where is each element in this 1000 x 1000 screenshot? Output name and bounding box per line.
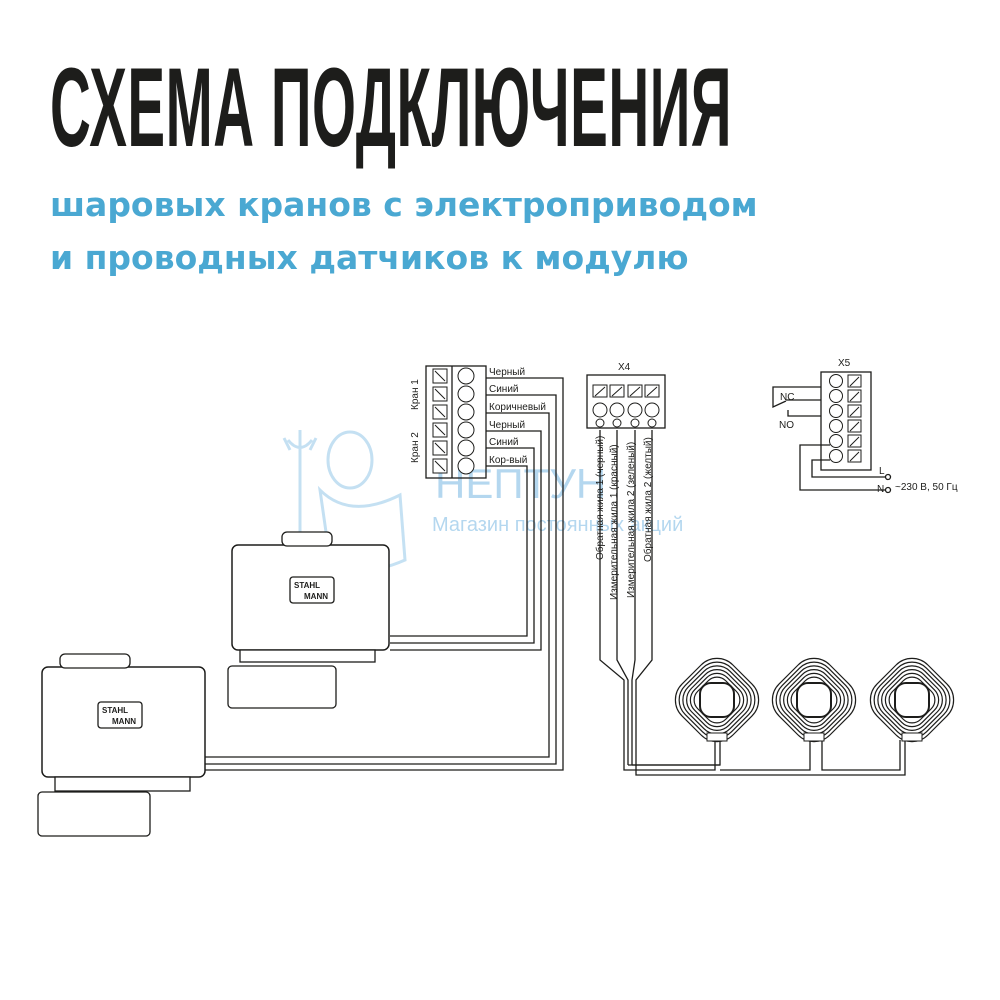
page-title: СХЕМА ПОДКЛЮЧЕНИЯ [50, 45, 733, 170]
terminal-clamp [829, 389, 843, 403]
wire-label: Черный [489, 420, 525, 431]
leak-sensor [869, 657, 955, 743]
n-label: N [877, 484, 884, 495]
terminal-screw-slot [434, 370, 446, 382]
sensor-center [894, 682, 930, 718]
terminal-clamp [457, 403, 475, 421]
terminal-clamp [647, 418, 657, 428]
terminal-clamp [644, 402, 660, 418]
sensor-center [796, 682, 832, 718]
terminal-clamp [457, 457, 475, 475]
terminal-screw-slot [849, 376, 860, 387]
terminal-screw-slot [629, 386, 641, 397]
terminal-screw-slot [849, 391, 860, 402]
terminal-clamp [829, 449, 843, 463]
sensor-wires [599, 430, 906, 776]
sensor-center [699, 682, 735, 718]
wire-label: Черный [489, 367, 525, 378]
terminal-clamp [457, 439, 475, 457]
sensor-cable-gland [706, 732, 728, 742]
valve-terminal-block: Кран 1 Кран 2 Черный Синий Коричневый Че… [410, 365, 546, 479]
terminal-clamp [592, 402, 608, 418]
leak-sensor [674, 657, 760, 743]
terminal-screw-slot [849, 406, 860, 417]
valve-1-group-label: Кран 1 [410, 379, 421, 410]
terminal-clamp [627, 402, 643, 418]
valve-wires [205, 377, 564, 771]
power-label: ~230 В, 50 Гц [895, 482, 958, 493]
brand-text: STAHL [294, 581, 320, 590]
terminal-screw-slot [434, 388, 446, 400]
x4-label: X4 [618, 362, 631, 373]
subtitle-line-2: и проводных датчиков к модулю [50, 238, 689, 277]
terminal-clamp [457, 367, 475, 385]
x5-terminal-block: X5 NC NO L N ~230 В, 50 Гц [772, 358, 958, 495]
x4-wire-label: Обратная жила 2 (желтый) [642, 437, 654, 562]
ball-valve-1: STAHL MANN [37, 653, 206, 837]
terminal-clamp [457, 421, 475, 439]
no-label: NO [779, 420, 794, 431]
brand-text: MANN [112, 717, 136, 726]
terminal-screw-slot [434, 424, 446, 436]
stahlmann-logo [289, 576, 335, 604]
l-label: L [879, 466, 885, 477]
brand-text: MANN [304, 592, 328, 601]
terminal-clamp [829, 374, 843, 388]
leak-sensor [771, 657, 857, 743]
wire-label: Коричневый [489, 402, 546, 413]
terminal-screw-slot [611, 386, 623, 397]
x5-label: X5 [838, 358, 851, 369]
x4-wire-label: Измерительная жила 2 (зеленый) [626, 442, 637, 598]
terminal-clamp [829, 404, 843, 418]
terminal-screw-slot [849, 451, 860, 462]
terminal-screw-slot [849, 436, 860, 447]
terminal-clamp [829, 419, 843, 433]
subtitle-line-1: шаровых кранов с электроприводом [50, 185, 758, 224]
sensor-cable-gland [803, 732, 825, 742]
terminal-clamp [457, 385, 475, 403]
terminal-clamp [595, 418, 605, 428]
wire-label: Кор-вый [489, 455, 527, 466]
terminal-clamp [829, 434, 843, 448]
terminal-screw-slot [849, 421, 860, 432]
ball-valve-2: STAHL MANN [227, 531, 390, 709]
terminal-clamp [609, 402, 625, 418]
terminal-screw-slot [434, 442, 446, 454]
stahlmann-logo [97, 701, 143, 729]
terminal-clamp [612, 418, 622, 428]
watermark-slogan: Магазин постоянных акций [432, 514, 683, 536]
valve-2-group-label: Кран 2 [410, 432, 421, 463]
terminal-screw-slot [434, 460, 446, 472]
wire-label: Синий [489, 437, 519, 448]
x4-wire-label: Измерительная жила 1 (красный) [609, 444, 620, 600]
terminal-screw-slot [594, 386, 606, 397]
terminal-screw-slot [434, 406, 446, 418]
terminal-screw-slot [646, 386, 658, 397]
x4-terminal-block: X4 Обратная жила 1 (черный) Измерительна… [586, 362, 666, 600]
brand-text: STAHL [102, 706, 128, 715]
nc-label: NC [780, 392, 794, 403]
sensor-cable-gland [901, 732, 923, 742]
terminal-clamp [630, 418, 640, 428]
wire-label: Синий [489, 384, 519, 395]
